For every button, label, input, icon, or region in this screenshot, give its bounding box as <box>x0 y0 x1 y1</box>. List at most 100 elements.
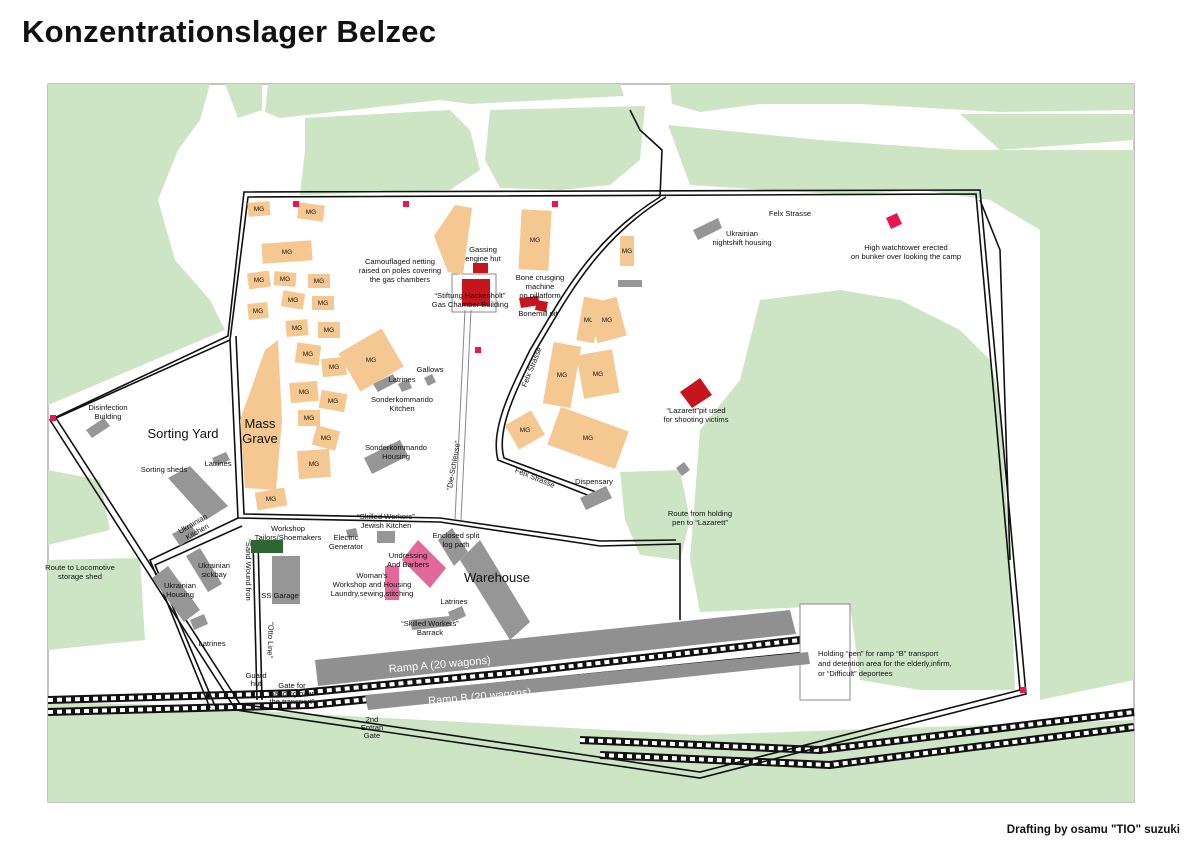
mass-grave-plot: MG <box>338 328 404 392</box>
ss-garage-label: SS Garage <box>261 591 299 600</box>
mass-grave-plot-shape <box>297 448 331 480</box>
mass-grave-plot: MG <box>294 342 322 366</box>
mass-grave-plot: MG <box>518 209 552 271</box>
sonderkommando-kitchen-building <box>398 379 412 392</box>
mass-grave-plot: MG <box>587 296 627 344</box>
mass-grave-plot: MG <box>542 342 582 408</box>
womens-workshop-label-line: Laundry,sewing,stitching <box>331 589 414 598</box>
mass-grave-plot-shape <box>297 202 325 222</box>
mg-label: MG <box>324 327 334 334</box>
mg-label: MG <box>288 297 298 304</box>
electric-generator-label-line: Generator <box>329 542 364 551</box>
watchtower-label-line: on bunker over looking the camp <box>851 252 961 261</box>
red-square-icon <box>552 201 558 207</box>
latrines-north-label: Latrines <box>388 375 415 384</box>
forest-north-west <box>225 84 262 118</box>
mg-label: MG <box>584 317 594 324</box>
bone-crushing-label-line: Bone crusging <box>516 273 565 282</box>
mg-label: MG <box>329 364 339 371</box>
mass-grave-plot-shape <box>273 271 297 287</box>
forest-west <box>48 84 225 405</box>
bone-crushing-label-line: on pillatform <box>519 291 560 300</box>
gray-buildings <box>86 218 722 640</box>
latrines-warehouse-building <box>448 606 466 622</box>
mass-grave-plot: MG <box>285 319 309 337</box>
mass-grave-plot-shape <box>318 389 348 413</box>
latrines-north-label-line: Latrines <box>388 375 415 384</box>
mg-label: MG <box>328 398 338 405</box>
skilled-kitchen-label-line: Jewish Kitchen <box>361 521 412 530</box>
felix-strasse-top-label: Felx Strasse <box>769 209 811 218</box>
bonemill-pit-label: Bonemill pit <box>518 309 558 318</box>
disinfection-label-line: Building <box>94 412 121 421</box>
mass-grave-plot: MG <box>246 270 272 290</box>
mass-grave-plot-shape <box>285 319 309 337</box>
mg-label: MG <box>254 206 264 213</box>
forest-south-west <box>48 558 145 650</box>
dispensary-label-line: Dispensary <box>575 477 613 486</box>
mass-grave-label-line: Mass <box>244 416 276 431</box>
sonderkommando-housing-building <box>364 440 408 474</box>
holding-pen-label-line: Holding “pen” for ramp “B” transport <box>818 649 939 658</box>
jewish-kitchen-building <box>377 531 395 543</box>
latrines-sorting-label-line: Latrines <box>204 459 231 468</box>
lazarett-label-line: “Lazarett”pit used <box>666 406 725 415</box>
mass-grave-plot-shape <box>261 240 313 264</box>
mass-grave-plot: MG <box>280 290 306 310</box>
skilled-kitchen-label-line: “Skilled Workers” <box>357 512 415 521</box>
skilled-barrack-label: “Skilled Workers”Barrack <box>401 619 459 637</box>
map-title: Konzentrationslager Belzec <box>22 14 437 49</box>
mg-label: MG <box>557 372 567 379</box>
bonemill-pit <box>535 300 548 312</box>
mass-grave-plot-shape <box>247 301 269 321</box>
sorting-sheds-label: Sorting sheds <box>141 465 188 474</box>
mg-label: MG <box>306 209 316 216</box>
forest-east <box>668 125 1134 700</box>
route-lazarett-label-line: Route from holding <box>668 509 732 518</box>
log-path-label-line: Enclosed split <box>433 531 481 540</box>
mg-label: MG <box>299 389 309 396</box>
mass-grave-plot: MG <box>261 240 313 264</box>
latrines-sw-building <box>190 614 208 630</box>
mass-grave-plot-shape <box>518 209 552 271</box>
undressing-label-line: Undressing <box>389 551 427 560</box>
watchtower-label-line: High watchtower erected <box>864 243 948 252</box>
latrines-warehouse-label-line: Latrines <box>440 597 467 606</box>
sonderkommando-housing-label-line: Housing <box>382 452 410 461</box>
ramp-b <box>365 652 810 710</box>
gas-chamber-label-line: “Stiftung Hackenholt” <box>435 291 506 300</box>
mass-grave-plot-shape <box>289 380 319 404</box>
mass-grave-plot-shape <box>311 425 341 451</box>
mass-grave-plot: MG <box>312 296 334 310</box>
second-entrance-label-line: 2nd <box>366 715 379 724</box>
mass-grave-plot-shape <box>318 322 340 338</box>
mass-grave-plot-shape <box>547 406 629 470</box>
latrines-warehouse-label: Latrines <box>440 597 467 606</box>
workshop-building <box>251 540 283 553</box>
second-entrance-label-line: Gate <box>364 731 380 740</box>
warehouse-building <box>460 540 530 640</box>
mass-grave-main <box>240 340 282 490</box>
mg-label: MG <box>520 427 530 434</box>
disinfection-building <box>86 418 110 438</box>
mass-grave-plot-shape <box>298 410 320 426</box>
mass-grave-plot: MG <box>318 322 340 338</box>
sand-wound-label-line: “Sand Wound fron <box>244 539 253 601</box>
skilled-workers-barrack-building <box>410 616 452 630</box>
holding-pen <box>799 603 851 701</box>
mass-grave-plot: MG <box>254 487 288 511</box>
netting-label-line: Camouflaged netting <box>365 257 435 266</box>
mg-label: MG <box>266 496 276 503</box>
route-locomotive-label-line: storage shed <box>58 572 102 581</box>
